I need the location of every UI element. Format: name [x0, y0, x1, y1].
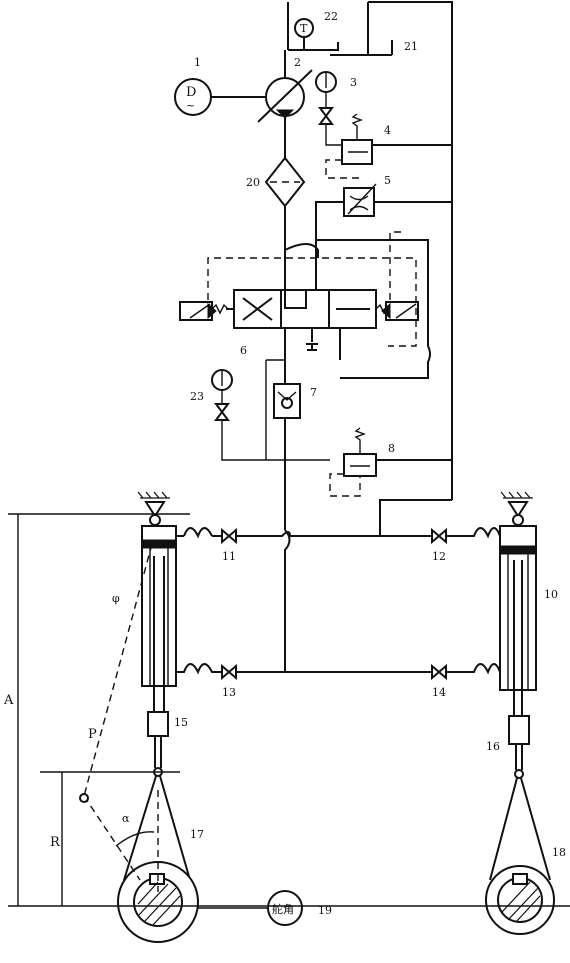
directional-valve-6	[211, 289, 393, 360]
rudder-tiller-left	[117, 775, 199, 943]
rudder-angle-indicator-19: 舵角	[198, 890, 303, 926]
dim-R: R	[50, 835, 61, 850]
stop-valve-11	[221, 527, 237, 545]
label-16: 16	[486, 740, 500, 753]
label-11: 11	[222, 550, 236, 563]
relief-valve-8	[329, 427, 452, 536]
pump-2	[257, 50, 313, 158]
motor-wave: ~	[186, 99, 195, 112]
label-4: 4	[384, 124, 391, 137]
return-line	[316, 239, 431, 379]
thermometer-22: T	[294, 18, 332, 51]
label-5: 5	[384, 174, 391, 187]
label-18: 18	[552, 846, 566, 859]
label-1: 1	[194, 56, 201, 69]
label-19: 19	[318, 904, 332, 917]
pilot-line-left	[207, 257, 417, 347]
dim-alpha: α	[122, 812, 130, 825]
solenoid-left	[179, 301, 217, 321]
label-6: 6	[240, 344, 247, 357]
stop-valve-13	[221, 663, 237, 681]
label-8: 8	[388, 442, 395, 455]
dimension-lines	[8, 513, 570, 907]
dim-phi: φ	[112, 592, 120, 605]
dim-A: A	[3, 693, 14, 708]
label-7: 7	[310, 386, 317, 399]
pressure-gauge-23	[211, 369, 330, 461]
pilot-line-right	[389, 231, 402, 300]
hydraulic-cylinder-left	[137, 491, 177, 777]
component-labels: 1 2 3 4 5 6 7 8 10 11 12 13 14 15 16 17 …	[174, 10, 566, 917]
label-20: 20	[246, 176, 260, 189]
label-23: 23	[190, 390, 204, 403]
main-line-upper	[175, 527, 501, 539]
motor-letter: D	[186, 85, 196, 100]
pressure-gauge-3	[315, 71, 342, 146]
rudder-tiller-right	[485, 777, 555, 935]
label-15: 15	[174, 716, 188, 729]
solenoid-right	[381, 301, 419, 321]
dimension-labels: A R P α φ	[3, 592, 130, 850]
label-21: 21	[404, 40, 418, 53]
stop-valve-14	[431, 663, 447, 681]
label-17: 17	[190, 828, 204, 841]
label-12: 12	[432, 550, 446, 563]
check-valve-7	[265, 359, 301, 530]
label-3: 3	[350, 76, 357, 89]
label-14: 14	[432, 686, 446, 699]
hydraulic-cylinder-right	[499, 491, 537, 779]
throttle-valve-5	[315, 183, 452, 290]
main-line-lower	[175, 529, 501, 675]
stop-valve-12	[431, 527, 447, 545]
rudder-angle-text: 舵角	[272, 902, 294, 916]
label-22: 22	[324, 10, 338, 23]
relief-valve-4	[325, 113, 452, 179]
label-10: 10	[544, 588, 558, 601]
hover-crossing-top	[284, 243, 319, 258]
label-2: 2	[294, 56, 301, 69]
thermometer-letter: T	[300, 22, 308, 35]
filter-20	[264, 156, 306, 290]
label-13: 13	[222, 686, 236, 699]
motor-1: D ~	[174, 78, 267, 116]
dim-P: P	[88, 727, 97, 742]
